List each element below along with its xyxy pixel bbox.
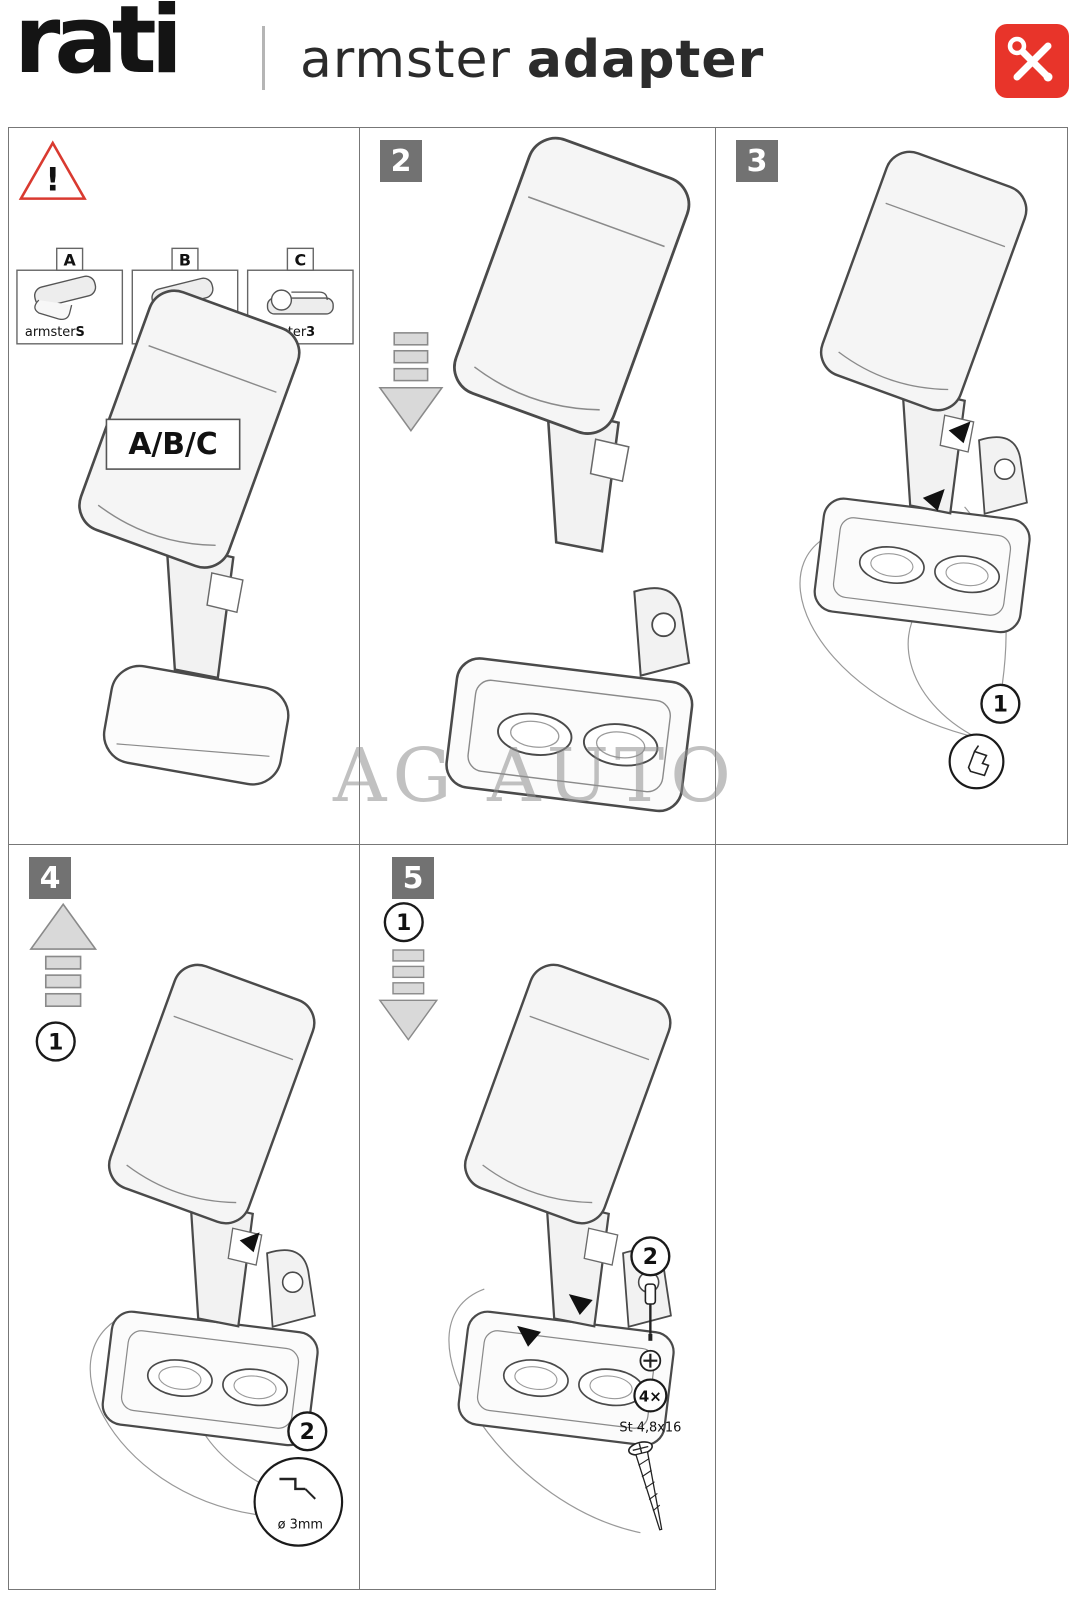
- arrow-down-icon: [379, 949, 438, 1041]
- arrow-down-icon: [379, 332, 443, 432]
- variant-tab-c: C: [294, 250, 306, 269]
- fastener-clip-callout: [948, 733, 1005, 790]
- drill-size-label: ø 3mm: [278, 1518, 323, 1533]
- svg-text:4×: 4×: [639, 1387, 662, 1405]
- callout-1: 1: [35, 1021, 76, 1062]
- snap-point-arrow: [948, 421, 971, 444]
- armrest-drawing: [445, 128, 699, 553]
- screw-spec-label: St 4,8x16: [619, 1420, 681, 1435]
- phillips-head-icon: [639, 1349, 662, 1372]
- step-badge-5: 5: [392, 857, 434, 899]
- callout-2: 2: [287, 1411, 328, 1452]
- panel-step-5: 5 1 2 4× St 4,8x16: [359, 844, 716, 1590]
- callout-2: 2: [630, 1236, 671, 1277]
- header-divider: [262, 26, 265, 90]
- product-name-label: adapter: [526, 30, 765, 90]
- step-badge-4: 4: [29, 857, 71, 899]
- armrest-abc-drawing: A/B/C: [70, 282, 308, 791]
- step-badge-3: 3: [736, 140, 778, 182]
- panel-compatibility: ! A armsterS B armster2 C armster3: [8, 127, 360, 845]
- warning-mark: !: [45, 161, 60, 199]
- step2-illustration: [379, 128, 699, 815]
- snap-point-arrow: [922, 488, 945, 511]
- tools-icon: [995, 24, 1069, 98]
- console-drawing: [442, 586, 696, 815]
- svg-text:2: 2: [643, 1245, 658, 1270]
- panel-step-2: 2: [359, 127, 716, 845]
- snap-point-arrow: [239, 1232, 260, 1253]
- step4-illustration: 1 2 ø 3mm: [30, 903, 344, 1547]
- svg-text:2: 2: [300, 1420, 315, 1445]
- step-badge-2: 2: [380, 140, 422, 182]
- arrow-up-icon: [30, 903, 97, 1008]
- variant-label-a: armsterS: [25, 325, 85, 340]
- screw-point-arrow: [568, 1294, 593, 1315]
- variant-box-armster-3: C armster3: [246, 247, 354, 345]
- drill-bit-icon: [279, 1477, 316, 1500]
- brand-logo: rati: [14, 0, 183, 95]
- svg-text:1: 1: [396, 911, 411, 936]
- quantity-callout: 4×: [633, 1378, 668, 1413]
- svg-text:1: 1: [993, 693, 1008, 718]
- fastener-clip-icon: [967, 745, 990, 777]
- step5-illustration: 1 2 4× St 4,8x16: [379, 902, 681, 1534]
- leader-line: [89, 1311, 258, 1516]
- compatibility-illustration: ! A armsterS B armster2 C armster3: [16, 140, 354, 791]
- product-line-label: armster: [300, 30, 511, 90]
- panel-step-4: 4 1 2 ø 3mm: [8, 844, 360, 1590]
- screwdriver-icon: [644, 1283, 657, 1341]
- drill-detail-callout: ø 3mm: [253, 1457, 344, 1547]
- panel-step-3: 3 1: [715, 127, 1068, 845]
- screw-point-arrow: [517, 1325, 541, 1347]
- step3-illustration: 1: [799, 143, 1035, 790]
- variant-box-armster-s: A armsterS: [16, 247, 124, 345]
- screw-icon: [628, 1441, 663, 1531]
- callout-1: 1: [383, 902, 424, 943]
- svg-text:1: 1: [48, 1030, 63, 1055]
- callout-1: 1: [980, 683, 1021, 724]
- combined-variant-label: A/B/C: [128, 427, 217, 462]
- variant-tab-b: B: [179, 250, 191, 269]
- variant-tab-a: A: [63, 250, 76, 269]
- warning-triangle-icon: !: [18, 140, 87, 200]
